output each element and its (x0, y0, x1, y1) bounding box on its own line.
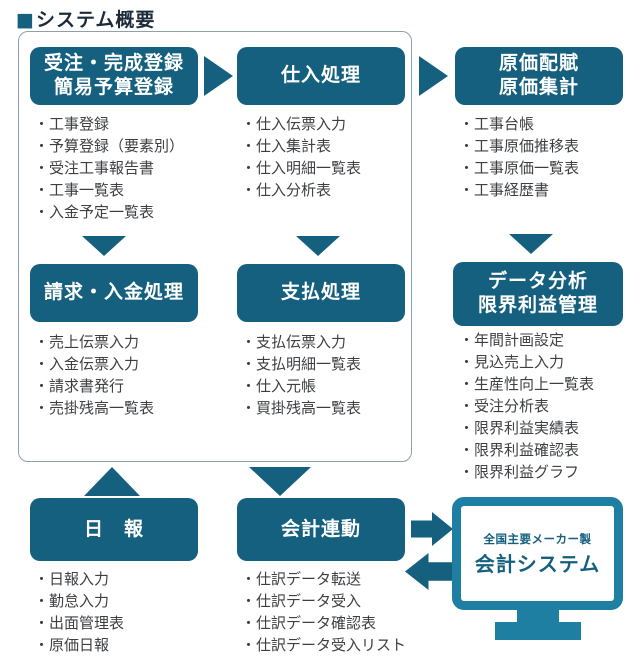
list-item: ・工事登録 (34, 115, 110, 133)
list-item: ・受注分析表 (459, 397, 550, 415)
core-modules-frame (18, 31, 412, 462)
list-item: ・日報入力 (34, 570, 110, 588)
list-item: ・限界利益グラフ (459, 463, 580, 481)
list-item: ・仕入分析表 (241, 181, 332, 199)
arrow-down-icon (249, 467, 311, 496)
module-box-order-completion-registration: 受注・完成登録 簡易予算登録 (30, 47, 198, 105)
list-item: ・仕入集計表 (241, 137, 332, 155)
list-item: ・売掛残高一覧表 (34, 399, 155, 417)
list-item: ・年間計画設定 (459, 331, 565, 349)
module-title-line: 限界利益管理 (477, 294, 598, 316)
list-item: ・受注工事報告書 (34, 159, 155, 177)
list-item: ・原価日報 (34, 636, 110, 654)
list-item: ・工事一覧表 (34, 181, 125, 199)
arrow-right-icon (204, 56, 233, 96)
list-item: ・仕訳データ受入 (241, 592, 362, 610)
monitor-stand-neck (517, 609, 559, 623)
list-item: ・支払伝票入力 (241, 333, 347, 351)
block-arrow-right-icon (411, 512, 453, 546)
list-item: ・生産性向上一覧表 (459, 375, 595, 393)
list-item: ・買掛残高一覧表 (241, 399, 362, 417)
list-item: ・仕訳データ転送 (241, 570, 362, 588)
module-title-line: 原価配賦 (498, 52, 579, 75)
module-title-line: 請求・入金処理 (43, 281, 184, 304)
list-item: ・仕入伝票入力 (241, 115, 347, 133)
module-title-line: データ分析 (487, 270, 588, 293)
monitor-icon: 全国主要メーカー製 会計システム (452, 497, 623, 610)
accounting-link-item-list: ・仕訳データ転送 ・仕訳データ受入 ・仕訳データ確認表 ・仕訳データ受入リスト (241, 568, 406, 656)
list-item: ・工事原価推移表 (459, 137, 580, 155)
module-box-billing-deposit-processing: 請求・入金処理 (30, 264, 198, 322)
module-title-line: 簡易予算登録 (53, 76, 174, 98)
cost-allocation-item-list: ・工事台帳 ・工事原価推移表 ・工事原価一覧表 ・工事経歴書 (459, 113, 579, 201)
list-item: ・限界利益確認表 (459, 441, 580, 459)
list-item: ・予算登録（要素別） (34, 137, 185, 155)
arrow-right-icon (419, 56, 448, 96)
list-item: ・入金予定一覧表 (34, 203, 155, 221)
module-box-cost-allocation: 原価配賦 原価集計 (455, 47, 623, 105)
module-title-line: 受注・完成登録 (43, 52, 184, 75)
arrow-down-icon (82, 236, 126, 256)
list-item: ・見込売上入力 (459, 353, 565, 371)
list-item: ・工事経歴書 (459, 181, 550, 199)
list-item: ・仕訳データ確認表 (241, 614, 377, 632)
monitor-maker-label: 全国主要メーカー製 (483, 531, 592, 546)
list-item: ・出面管理表 (34, 614, 125, 632)
page-title: ■システム概要 (16, 5, 155, 32)
module-box-daily-report: 日 報 (30, 498, 198, 561)
data-analysis-item-list: ・年間計画設定 ・見込売上入力 ・生産性向上一覧表 ・受注分析表 ・限界利益実績… (459, 329, 594, 483)
module-box-payment-processing: 支払処理 (237, 264, 405, 322)
daily-report-item-list: ・日報入力 ・勤怠入力 ・出面管理表 ・原価日報 (34, 568, 124, 656)
list-item: ・限界利益実績表 (459, 419, 580, 437)
arrow-down-icon (296, 236, 340, 256)
purchase-processing-item-list: ・仕入伝票入力 ・仕入集計表 ・仕入明細一覧表 ・仕入分析表 (241, 113, 361, 201)
list-item: ・仕訳データ受入リスト (241, 636, 407, 654)
square-bullet-icon: ■ (16, 9, 35, 31)
module-box-purchase-processing: 仕入処理 (237, 47, 405, 105)
list-item: ・入金伝票入力 (34, 355, 140, 373)
list-item: ・工事台帳 (459, 115, 535, 133)
module-title-line: 原価集計 (498, 76, 579, 98)
module-box-accounting-link: 会計連動 (237, 498, 405, 561)
module-title-line: 仕入処理 (280, 64, 361, 87)
list-item: ・勤怠入力 (34, 592, 110, 610)
module-title-line: 会計連動 (280, 517, 361, 540)
block-arrow-left-icon (405, 553, 452, 590)
module-box-data-analysis: データ分析 限界利益管理 (453, 262, 623, 326)
module-title-line: 支払処理 (280, 281, 361, 304)
module-title-line: 日 報 (83, 517, 144, 540)
payment-processing-item-list: ・支払伝票入力 ・支払明細一覧表 ・仕入元帳 ・買掛残高一覧表 (241, 331, 361, 419)
billing-deposit-item-list: ・売上伝票入力 ・入金伝票入力 ・請求書発行 ・売掛残高一覧表 (34, 331, 154, 419)
order-registration-item-list: ・工事登録 ・予算登録（要素別） ・受注工事報告書 ・工事一覧表 ・入金予定一覧… (34, 113, 184, 223)
list-item: ・請求書発行 (34, 377, 125, 395)
list-item: ・仕入元帳 (241, 377, 317, 395)
monitor-stand-base (495, 622, 581, 640)
arrow-down-icon (509, 234, 553, 254)
list-item: ・工事原価一覧表 (459, 159, 580, 177)
list-item: ・支払明細一覧表 (241, 355, 362, 373)
arrow-up-icon (84, 467, 140, 496)
page-title-text: システム概要 (35, 9, 156, 31)
list-item: ・売上伝票入力 (34, 333, 140, 351)
list-item: ・仕入明細一覧表 (241, 159, 362, 177)
monitor-system-label: 会計システム (474, 551, 601, 576)
